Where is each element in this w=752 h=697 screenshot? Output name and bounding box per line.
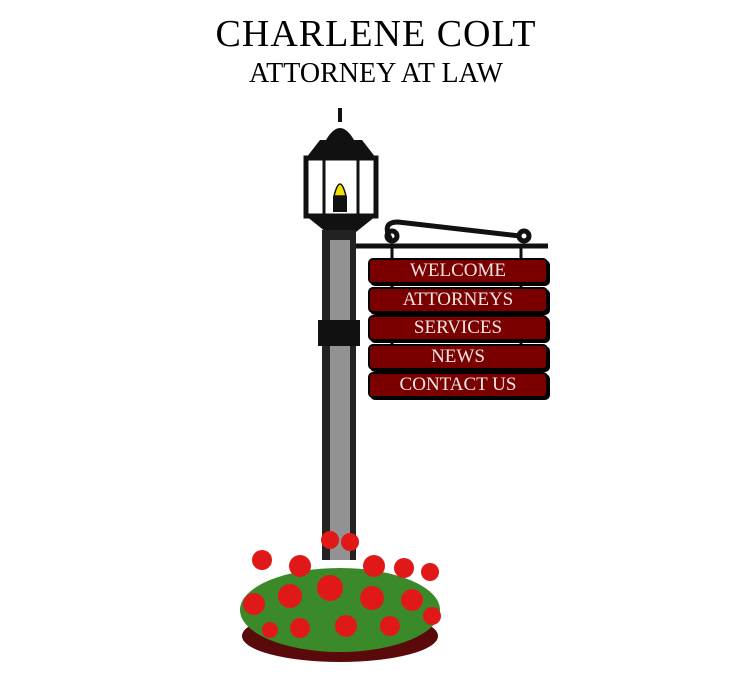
nav-news[interactable]: NEWS: [368, 344, 548, 370]
firm-name: CHARLENE COLT: [215, 13, 537, 55]
nav-attorneys[interactable]: ATTORNEYS: [368, 287, 548, 313]
flower-bed-icon: [240, 531, 441, 662]
lantern-icon: [303, 108, 379, 232]
nav-contact-us[interactable]: CONTACT US: [368, 372, 548, 398]
nav-services[interactable]: SERVICES: [368, 315, 548, 341]
post-icon: [318, 230, 360, 560]
firm-subtitle: ATTORNEY AT LAW: [249, 58, 503, 89]
nav-welcome[interactable]: WELCOME: [368, 258, 548, 284]
